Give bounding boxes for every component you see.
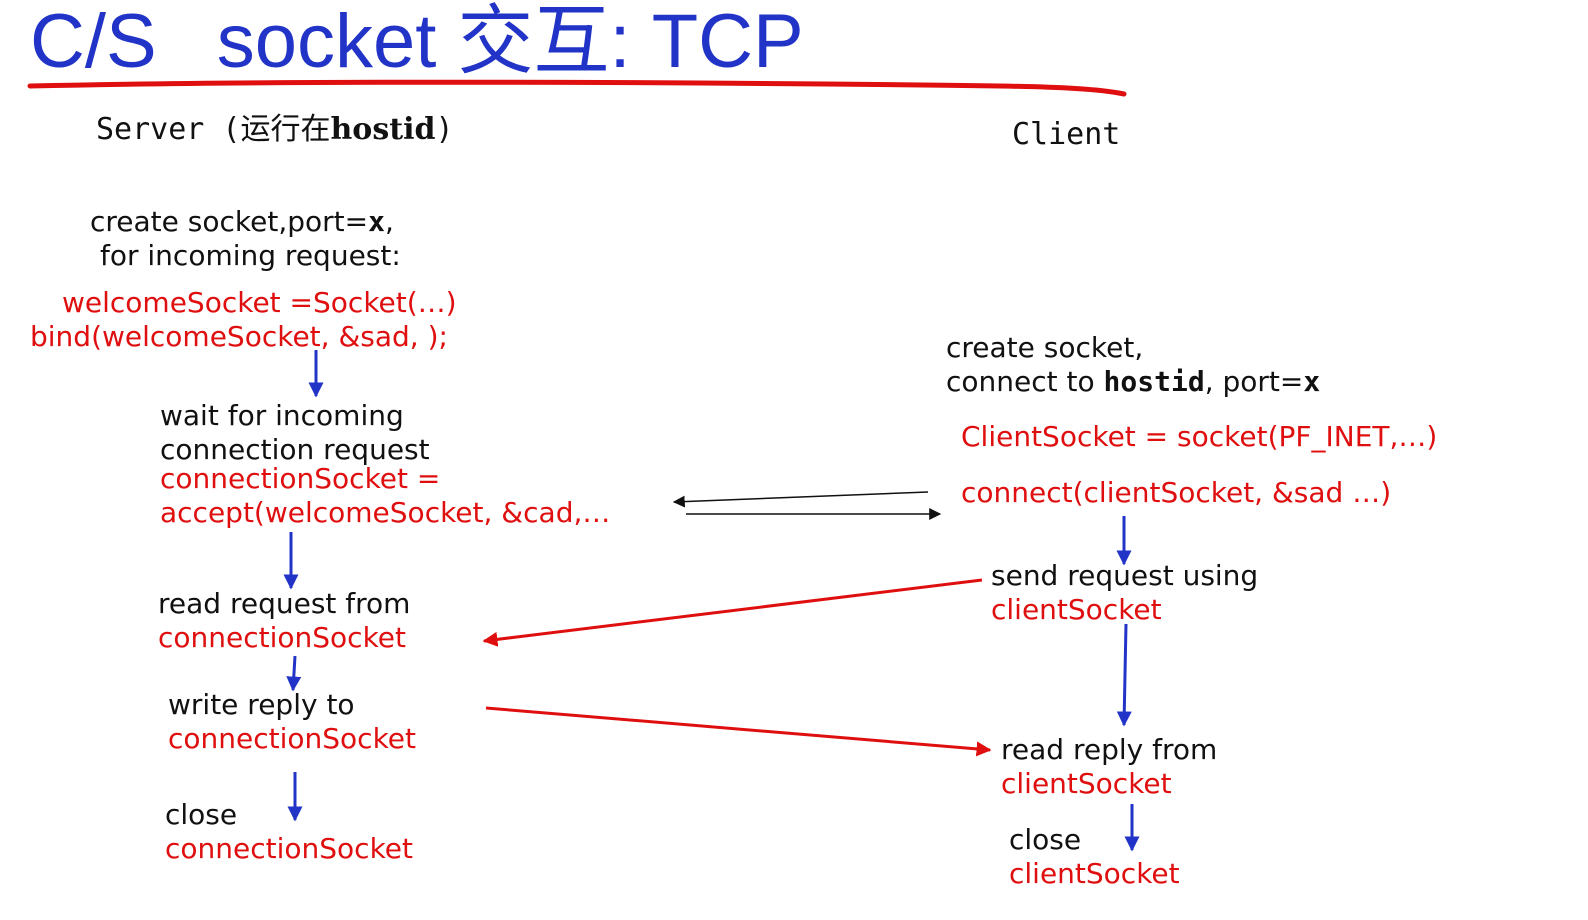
page-title: C/S socket 交互: TCP <box>30 0 804 92</box>
server-wait-connection: wait for incoming connection request <box>160 399 430 466</box>
handshake-arrow-to-server <box>672 491 929 508</box>
request-message-arrow <box>482 578 983 647</box>
server-write-reply: write reply to connectionSocket <box>168 688 416 755</box>
client-read-reply: read reply from clientSocket <box>1001 733 1218 800</box>
bind-code: bind(welcomeSocket, &sad, ); <box>30 320 448 353</box>
reply-message-arrow <box>485 706 992 757</box>
accept-code: connectionSocket = accept(welcomeSocket,… <box>160 462 611 529</box>
client-socket-code: ClientSocket = socket(PF_INET,…) <box>961 420 1438 453</box>
flow-arrow-send-to-read <box>1116 623 1132 727</box>
client-send-request: send request using clientSocket <box>991 559 1259 626</box>
server-read-request: read request from connectionSocket <box>158 587 411 654</box>
client-close: close clientSocket <box>1009 823 1180 890</box>
server-create-socket: create socket,port=x, for incoming reque… <box>90 205 401 272</box>
server-close: close connectionSocket <box>165 798 413 865</box>
flow-arrow-read-to-write <box>286 655 302 692</box>
server-heading: Server (运行在hostid) <box>96 112 454 147</box>
welcome-socket-code: welcomeSocket =Socket(…) <box>62 286 457 319</box>
connect-code: connect(clientSocket, &sad …) <box>961 476 1392 509</box>
client-heading: Client <box>1012 117 1121 152</box>
title-part-cs: C/S <box>30 0 157 84</box>
title-part-socket-tcp: socket 交互: TCP <box>216 0 804 84</box>
client-create-socket: create socket, connect to hostid, port=x <box>946 331 1321 398</box>
